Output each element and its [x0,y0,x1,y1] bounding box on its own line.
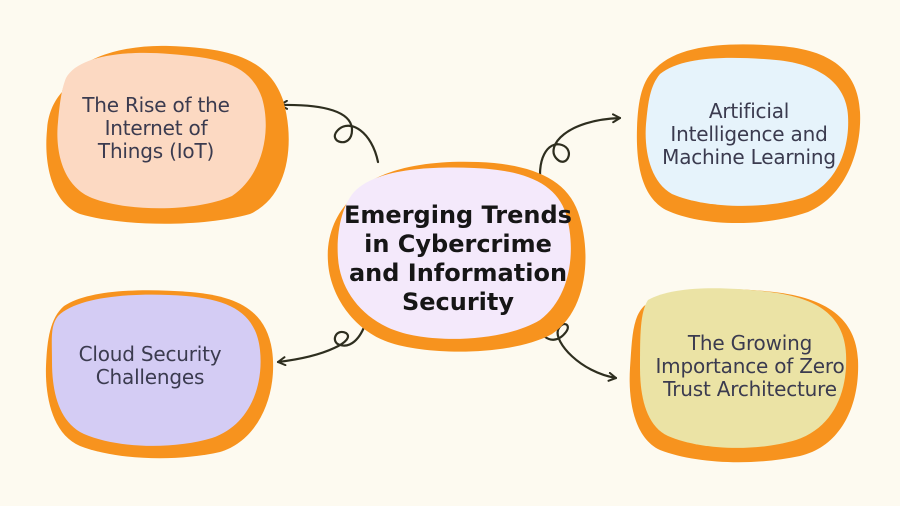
blob-center [337,167,571,339]
blob-ai-ml [645,57,849,206]
node-label-iot: The Rise of the Internet of Things (IoT) [82,92,230,163]
connector-cloud [276,320,368,367]
connector-zero-trust [536,323,618,382]
connector-ai-ml [538,113,622,192]
center-title: Emerging Trends in Cybercrime and Inform… [344,201,572,316]
blob-iot [57,52,266,209]
node-label-ai-ml: Artificial Intelligence and Machine Lear… [662,98,836,169]
node-label-zero-trust: The Growing Importance of Zero Trust Arc… [655,330,845,401]
blob-cloud [51,294,261,446]
node-label-cloud: Cloud Security Challenges [78,342,222,389]
blob-zero-trust [640,288,847,448]
connector-iot [278,99,380,164]
